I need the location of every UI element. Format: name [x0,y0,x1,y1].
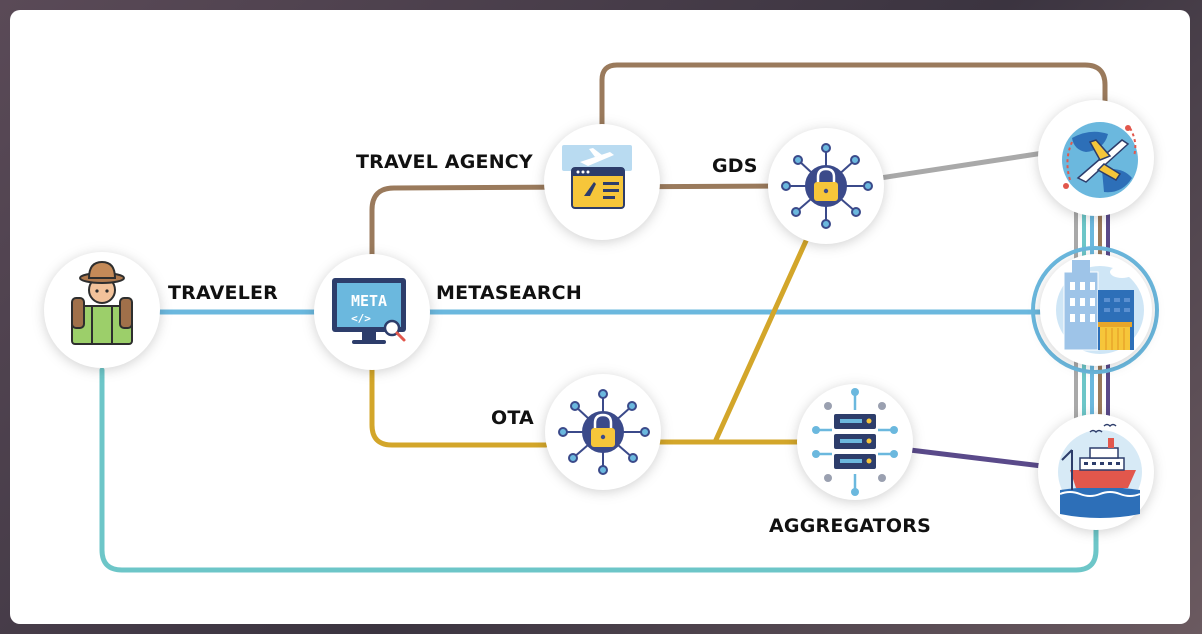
airplane-globe-icon [1062,122,1138,198]
ota-node[interactable] [545,374,661,490]
travel-agency-label: TRAVEL AGENCY [356,151,533,173]
travel-agency-line [369,183,783,261]
traveler-label: TRAVELER [168,282,279,304]
hotel-ring [1031,246,1159,374]
cruise-ship-icon [1058,423,1142,518]
aggregators-label: AGGREGATORS [769,515,931,537]
meta-screen-text: META [351,292,387,310]
traveler-icon [71,260,133,345]
airline-node[interactable] [1038,100,1154,216]
hotel-node[interactable] [1040,254,1152,366]
airplane-ticket-icon [562,145,632,209]
ota-line [369,362,549,448]
aggregators-node[interactable] [797,384,913,500]
traveler-line [99,367,1099,573]
hotel-buildings-icon [1056,260,1144,354]
cruise-node[interactable] [1038,414,1154,530]
server-network-icon [812,388,898,496]
code-symbol-text: </> [351,312,371,325]
gds-label: GDS [712,155,758,177]
metasearch-node[interactable]: META </> [314,254,430,370]
ota-label: OTA [491,407,534,429]
gds-lock-network-icon [781,143,873,229]
travel-agency-node[interactable] [544,124,660,240]
metasearch-monitor-icon: META </> [332,278,406,344]
ota-lock-network-icon [558,389,650,475]
ota-gds-line [712,229,813,445]
gds-line [877,149,1053,181]
travel-agency-top-line [599,62,1108,133]
metasearch-label: METASEARCH [436,282,582,304]
traveler-node[interactable] [44,252,160,368]
gds-node[interactable] [768,128,884,244]
aggregators-line [907,447,1045,469]
travel-distribution-diagram: META </> [44,62,1159,573]
diagram-card: META </> [10,10,1190,624]
